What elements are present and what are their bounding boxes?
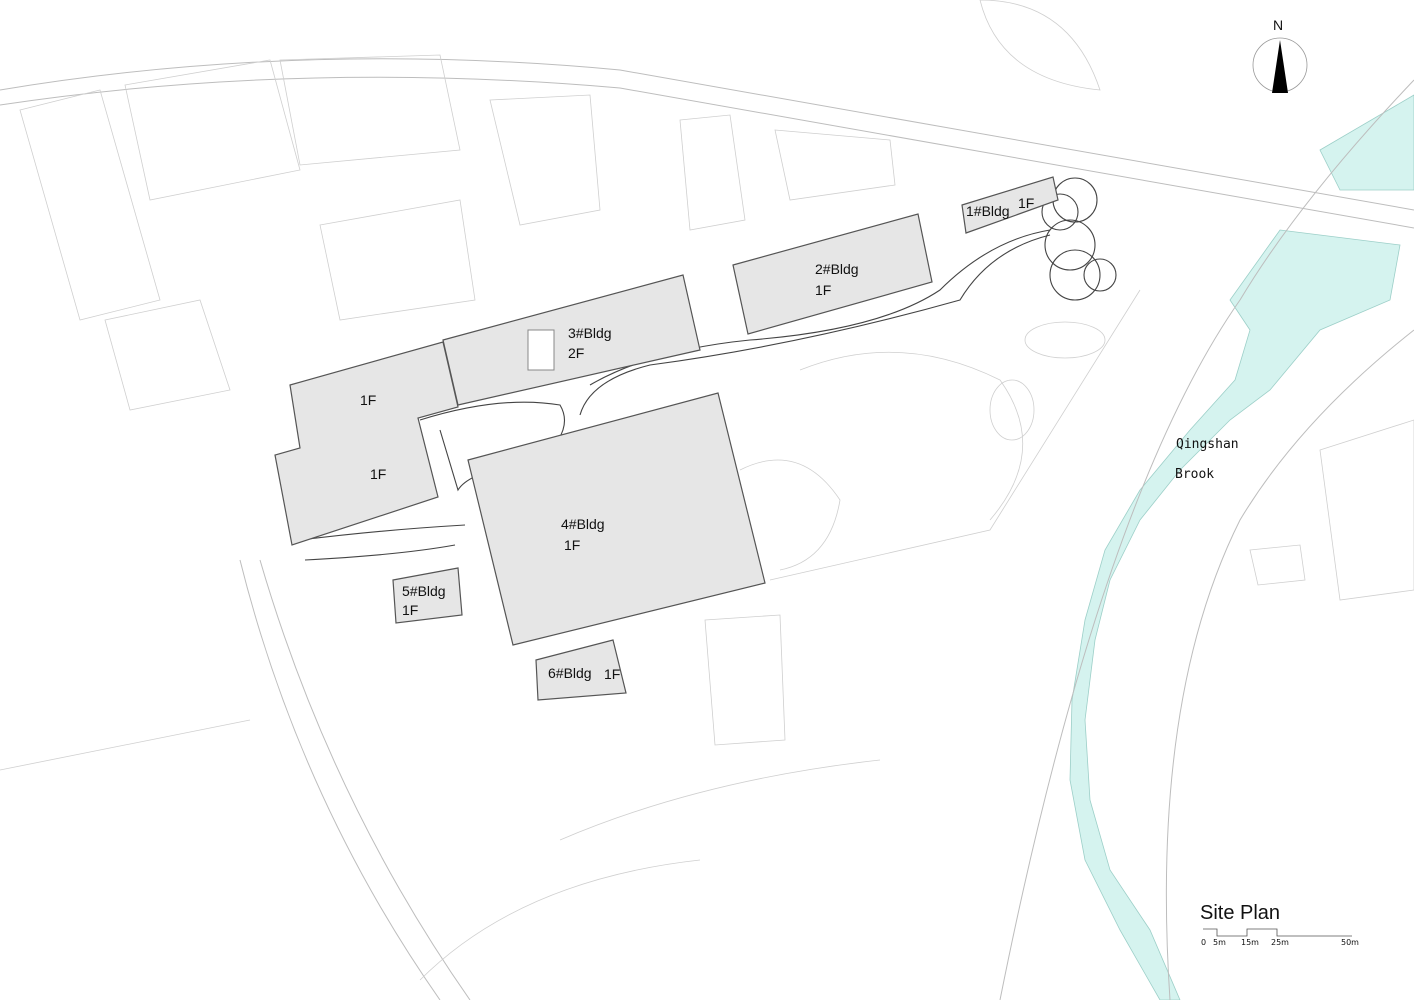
river <box>1069 94 1414 1000</box>
scale-15m: 15m <box>1241 938 1259 947</box>
building-4-name: 4#Bldg <box>561 516 605 532</box>
building-5-floors: 1F <box>402 602 418 618</box>
scale-25m: 25m <box>1271 938 1289 947</box>
wing-floors-lower: 1F <box>370 466 386 482</box>
scale-50m: 50m <box>1341 938 1359 947</box>
north-label: N <box>1273 17 1283 33</box>
wing-floors-upper: 1F <box>360 392 376 408</box>
building-6 <box>535 639 627 701</box>
skylight <box>527 329 555 371</box>
building-4 <box>467 392 766 646</box>
buildings <box>274 176 1059 701</box>
building-2 <box>732 213 933 335</box>
building-4-floors: 1F <box>564 537 580 553</box>
scale-bar: 0 5m 15m 25m 50m <box>1201 928 1359 947</box>
building-1 <box>961 176 1059 234</box>
scale-5m: 5m <box>1213 938 1226 947</box>
building-1-floors: 1F <box>1018 195 1034 211</box>
building-3-wing <box>274 341 459 546</box>
north-arrow-icon: N <box>1252 17 1308 93</box>
building-3-floors: 2F <box>568 345 584 361</box>
river-name-line2: Brook <box>1175 467 1214 482</box>
plan-title: Site Plan <box>1200 902 1280 924</box>
building-3-name: 3#Bldg <box>568 325 612 341</box>
building-6-name: 6#Bldg <box>548 665 592 681</box>
building-6-floors: 1F <box>604 666 620 682</box>
scale-0: 0 <box>1201 938 1206 947</box>
river-name-line1: Qingshan <box>1176 437 1239 452</box>
building-2-name: 2#Bldg <box>815 261 859 277</box>
building-2-floors: 1F <box>815 282 831 298</box>
building-5 <box>392 567 463 624</box>
building-1-name: 1#Bldg <box>966 203 1010 219</box>
building-5-name: 5#Bldg <box>402 583 446 599</box>
